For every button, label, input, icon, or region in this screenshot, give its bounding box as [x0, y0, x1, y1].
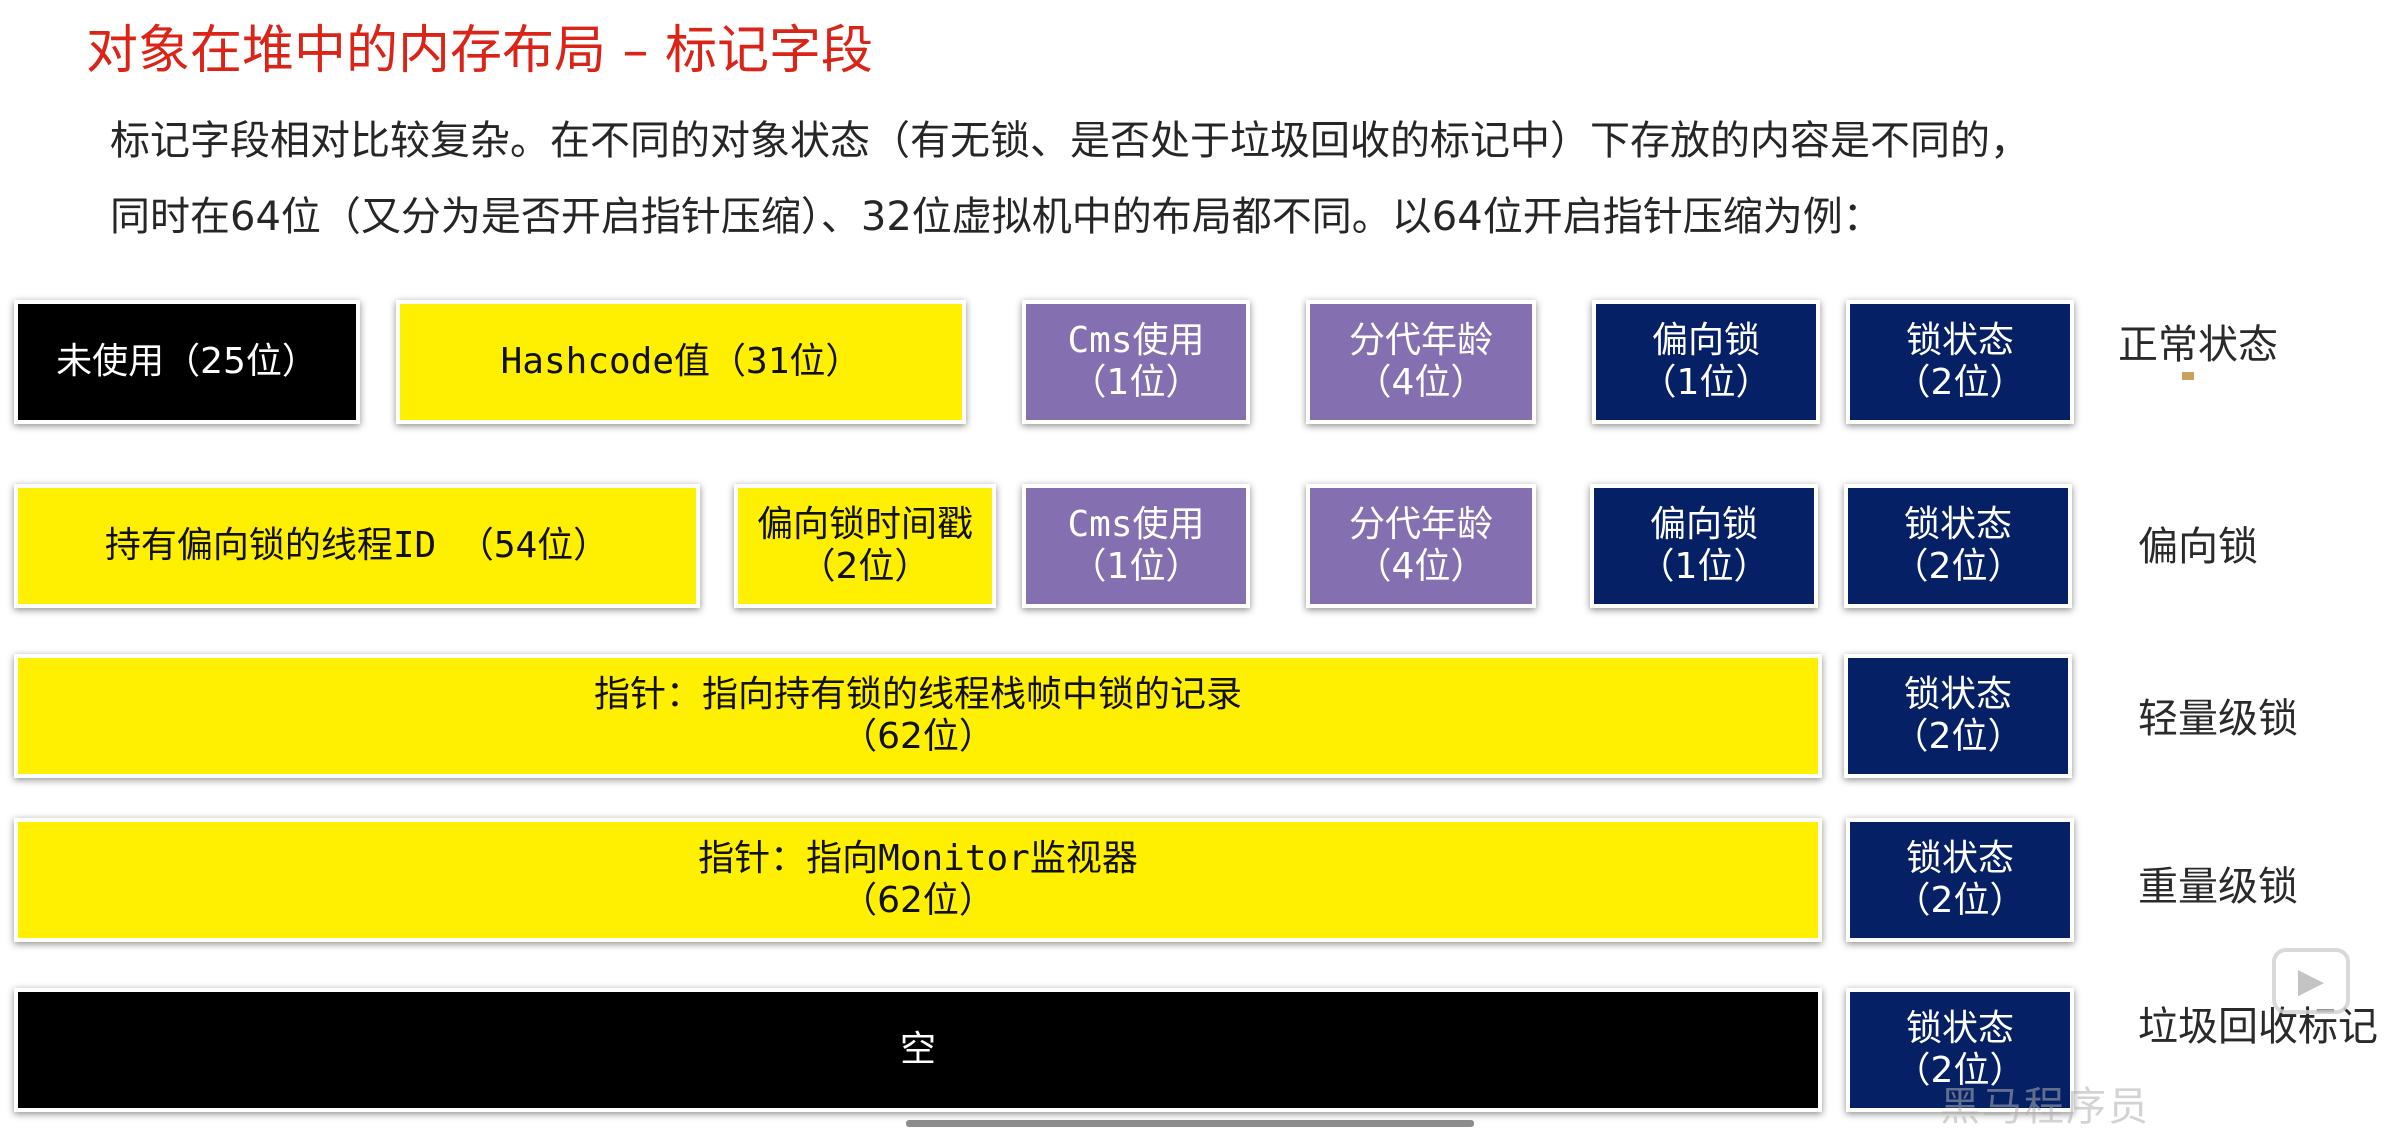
- field-lock-state: 锁状态（2位）: [1844, 484, 2072, 608]
- state-label-heavyweight: 重量级锁: [2138, 864, 2298, 910]
- field-biased-lock-flag: 偏向锁（1位）: [1590, 484, 1818, 608]
- field-lock-state: 锁状态（2位）: [1846, 988, 2074, 1112]
- state-label-normal: 正常状态: [2118, 322, 2278, 368]
- field-lock-state: 锁状态（2位）: [1846, 300, 2074, 424]
- video-player-icon[interactable]: ▶: [2272, 948, 2350, 1014]
- page-title: 对象在堆中的内存布局 – 标记字段: [86, 21, 874, 81]
- horizontal-scrollbar[interactable]: [906, 1120, 1474, 1127]
- field-lightweight-pointer: 指针：指向持有锁的线程栈帧中锁的记录（62位）: [14, 654, 1822, 778]
- field-cms: Cms使用（1位）: [1022, 484, 1250, 608]
- state-label-biased: 偏向锁: [2138, 524, 2258, 570]
- field-biased-timestamp: 偏向锁时间戳（2位）: [734, 484, 996, 608]
- decorative-mark: [2182, 372, 2194, 380]
- field-lock-state: 锁状态（2位）: [1844, 654, 2072, 778]
- description-line-2: 同时在64位（又分为是否开启指针压缩）、32位虚拟机中的布局都不同。以64位开启…: [110, 194, 1883, 240]
- field-generation-age: 分代年龄（4位）: [1306, 484, 1536, 608]
- field-cms: Cms使用（1位）: [1022, 300, 1250, 424]
- watermark-text: 黑马程序员: [1940, 1084, 2150, 1130]
- description-line-1: 标记字段相对比较复杂。在不同的对象状态（有无锁、是否处于垃圾回收的标记中）下存放…: [110, 118, 2030, 164]
- field-hashcode: Hashcode值（31位）: [396, 300, 966, 424]
- state-label-lightweight: 轻量级锁: [2138, 696, 2298, 742]
- field-unused: 未使用（25位）: [14, 300, 360, 424]
- field-biased-lock-flag: 偏向锁（1位）: [1592, 300, 1820, 424]
- field-biased-thread-id: 持有偏向锁的线程ID （54位）: [14, 484, 700, 608]
- field-empty: 空: [14, 988, 1822, 1112]
- field-lock-state: 锁状态（2位）: [1846, 818, 2074, 942]
- field-monitor-pointer: 指针：指向Monitor监视器（62位）: [14, 818, 1822, 942]
- field-generation-age: 分代年龄（4位）: [1306, 300, 1536, 424]
